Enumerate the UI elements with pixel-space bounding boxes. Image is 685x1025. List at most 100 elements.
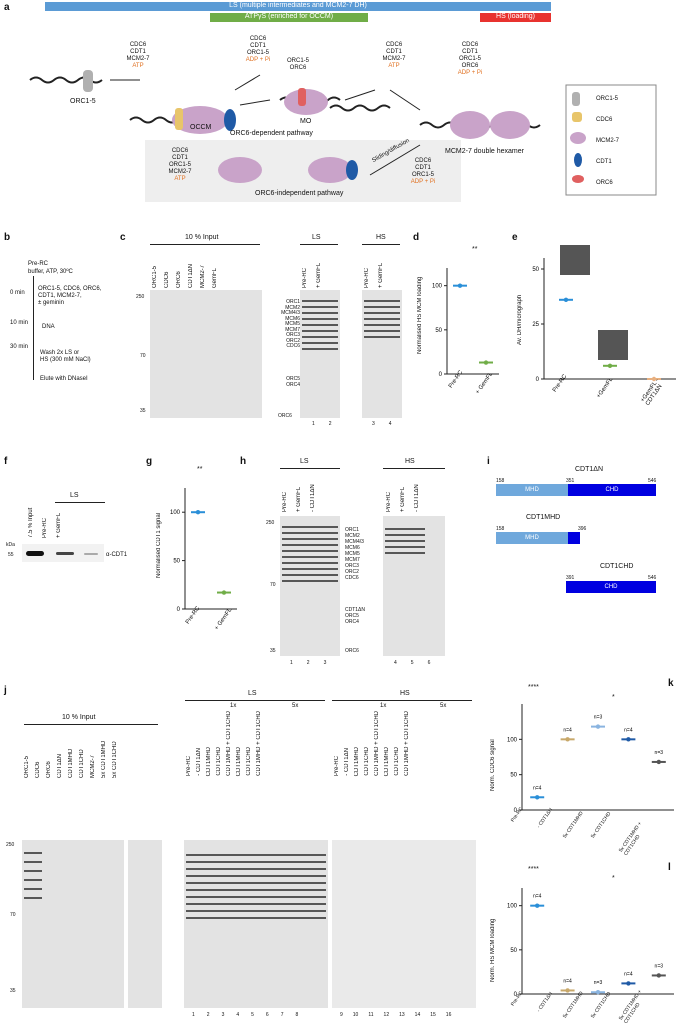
- f-lanes: 7.5 % Input Pre-RC + GemFL: [28, 498, 62, 538]
- gel-band: [385, 552, 425, 554]
- j-5x: 5x: [292, 703, 299, 709]
- lane-number: 4: [394, 660, 397, 666]
- construct-pos: 391: [566, 575, 575, 581]
- blot-band: [56, 552, 74, 555]
- chd-domain: CHD: [568, 484, 656, 496]
- mo-orc6-icon: [298, 88, 306, 106]
- step3: ORC1-5 ORC6: [278, 58, 318, 72]
- y-tick-label: 50: [510, 773, 517, 779]
- orc-label: ORC1-5: [70, 98, 96, 105]
- lane-number: 3: [372, 421, 375, 427]
- gel-band: [186, 868, 326, 870]
- lane-numbers: 3 4: [372, 421, 392, 427]
- y-tick-label: 50: [435, 328, 442, 334]
- gel-band: [186, 910, 326, 912]
- kda-marker: 35: [140, 408, 146, 414]
- lane-label: CDT1MHD + CDT1CHD: [256, 711, 262, 776]
- lane-label: GemFL: [212, 267, 218, 288]
- lane-number: 2: [328, 421, 332, 427]
- construct-pos: 546: [648, 575, 657, 581]
- data-point: [535, 795, 540, 800]
- arrow-2: [234, 74, 261, 91]
- h-band-labels-low: CDT1ΔN ORC5 ORC4: [345, 607, 365, 625]
- gel-ls: [300, 290, 340, 418]
- lane-number: 6: [427, 660, 431, 666]
- y-tick-label: 50: [532, 267, 539, 273]
- l-sig2: *: [612, 875, 615, 882]
- ls-line: [300, 244, 338, 245]
- lane-label: - CDT1ΔN: [196, 748, 202, 776]
- lane-label: MCM2-7: [90, 754, 96, 778]
- gel-band: [364, 300, 400, 302]
- gel-band: [364, 330, 400, 332]
- gel-band: [302, 342, 338, 344]
- band-labels: ORC1 MCM2 MCM4/3 MCM6 MCM5 MCM7 ORC3 ORC…: [278, 299, 300, 350]
- step1-item: MCM2-7: [126, 56, 150, 62]
- panel-letter-d: d: [413, 232, 420, 243]
- hs-label: HS: [376, 234, 386, 241]
- band-label: ORC6: [278, 413, 292, 419]
- lane-number: 5: [251, 1012, 254, 1018]
- j-lanes-ls: Pre-RC - CDT1ΔN CDT1MHD CDT1CHD CDT1MHD …: [186, 704, 262, 776]
- gel-band: [364, 312, 400, 314]
- indep-in: CDC6 CDT1 ORC1-5 MCM2-7 ATP: [160, 148, 200, 183]
- l-sig1: ****: [528, 866, 539, 873]
- h-lane-numbers: 1 2 3: [290, 660, 326, 666]
- kda-marker: 70: [140, 353, 146, 359]
- j-lanes-input: ORC1-5 CDC6 ORC6 CDT1ΔN CDT1MHD CDT1CHD …: [24, 728, 118, 778]
- lane-label: Pre-RC: [334, 755, 340, 776]
- chd-fragment: [568, 532, 580, 544]
- j-5x: 5x: [440, 703, 447, 709]
- y-tick-label: 100: [432, 284, 443, 290]
- gel-band: [24, 861, 42, 863]
- construct-pos: 158: [496, 478, 505, 484]
- gel-band: [24, 852, 42, 854]
- kda-marker: 250: [136, 294, 145, 300]
- data-point: [563, 297, 569, 302]
- gel-band: [302, 330, 338, 332]
- band-label: ORC4: [286, 382, 300, 388]
- y-tick-label: 100: [507, 904, 518, 910]
- lane-label: CDT1MHD: [236, 746, 242, 776]
- gel-band: [282, 550, 338, 552]
- gel-band: [282, 574, 338, 576]
- panel-letter-f: f: [4, 456, 8, 467]
- step4: CDC6 CDT1 MCM2-7 ATP: [374, 42, 414, 70]
- panel-letter-g: g: [146, 456, 153, 467]
- input-label: 10 % Input: [185, 234, 219, 241]
- orc6-dependent-label: ORC6-dependent pathway: [230, 130, 313, 137]
- gel-band: [186, 875, 326, 877]
- gel-band: [282, 532, 338, 534]
- lane-label: CDT1ΔN: [57, 753, 63, 778]
- panel-letter-c: c: [120, 232, 126, 243]
- band-label: MCM2: [345, 533, 360, 539]
- band-label: ORC3: [345, 563, 359, 569]
- occm-cdt1-icon: [224, 109, 236, 131]
- construct-pos: 158: [496, 526, 505, 532]
- lane-label: Pre-RC: [386, 491, 392, 512]
- step4-item: CDT1: [386, 49, 402, 55]
- h-ls-label: LS: [300, 458, 309, 465]
- arrow-6: [369, 144, 421, 176]
- lane-number: 1: [192, 1012, 195, 1018]
- n-label: n=4: [624, 727, 633, 733]
- y-tick-label: 100: [507, 737, 518, 743]
- panel-letter-k: k: [668, 678, 674, 689]
- protocol-line: ± geminin: [38, 300, 64, 306]
- arrow-4: [344, 89, 376, 101]
- n-label: n=4: [624, 971, 633, 977]
- band-label: MCM7: [345, 557, 360, 563]
- gel-hs: [362, 290, 402, 418]
- construct-name: CDT1MHD: [526, 514, 561, 521]
- blot-band: [84, 553, 98, 555]
- gel-j-input: [22, 840, 124, 1008]
- time-30: 30 min: [10, 344, 29, 350]
- chd-domain: CHD: [566, 581, 656, 593]
- panel-letter-j: j: [4, 685, 7, 696]
- step3-item: ORC1-5: [286, 58, 309, 64]
- lane-number: 12: [383, 1012, 390, 1018]
- lane-number: 3: [221, 1012, 225, 1018]
- indep-out-item: ORC1-5: [411, 172, 434, 178]
- lane-label: + GemFL: [296, 486, 302, 512]
